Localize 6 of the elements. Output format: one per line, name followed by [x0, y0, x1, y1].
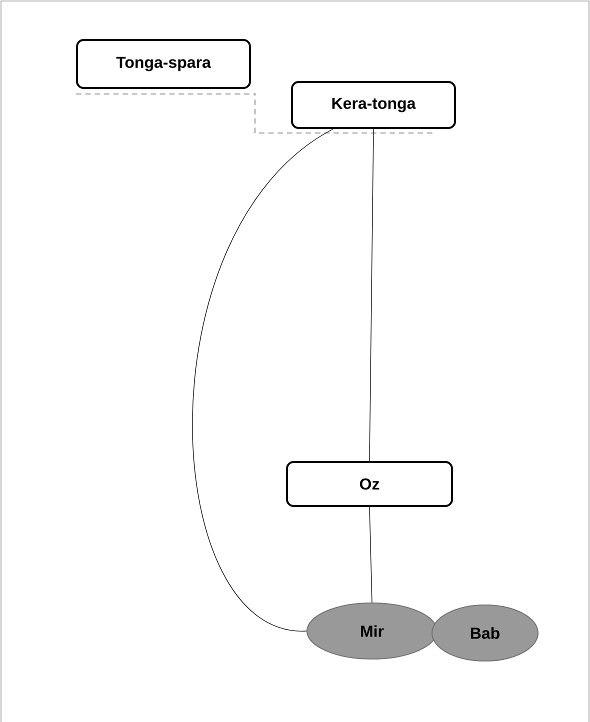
line: [369, 506, 372, 603]
name-box: Kera-tonga: [291, 81, 456, 129]
name-box: Oz: [286, 461, 453, 507]
line: [369, 128, 374, 462]
curved-line: [192, 128, 334, 632]
name-box: Tonga-spara: [76, 39, 251, 89]
